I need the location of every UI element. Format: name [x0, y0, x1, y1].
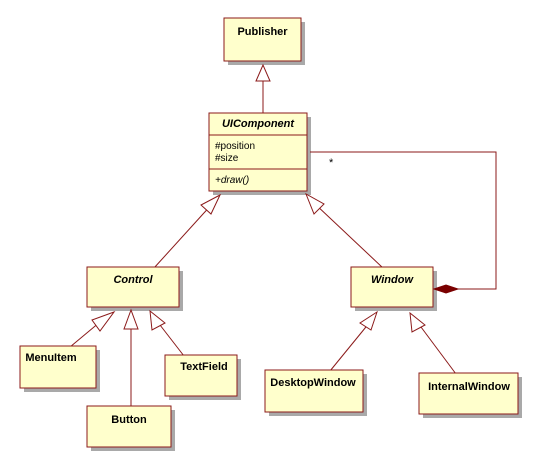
composition-diamond	[432, 284, 460, 294]
generalization-internalwindow-window	[417, 322, 457, 375]
class-internalwindow[interactable]: InternalWindow	[418, 372, 519, 415]
generalization-menuitem-control	[69, 321, 101, 348]
multiplicity-label: *	[329, 157, 334, 169]
generalization-arrowhead	[255, 63, 271, 82]
generalization-window-uicomponent	[313, 202, 384, 269]
class-menuitem[interactable]: MenuItem	[19, 345, 97, 389]
class-name: UIComponent	[222, 118, 295, 130]
operation: +draw()	[215, 175, 249, 186]
generalization-arrowhead	[409, 311, 426, 333]
generalization-arrowhead	[359, 310, 378, 331]
class-name: InternalWindow	[428, 381, 510, 393]
class-button[interactable]: Button	[86, 405, 172, 448]
attribute: #size	[215, 153, 239, 164]
generalization-arrowhead	[200, 193, 222, 215]
generalization-textfield-control	[159, 324, 185, 357]
class-publisher[interactable]: Publisher	[223, 17, 302, 62]
generalization-control-uicomponent	[153, 202, 214, 269]
generalization-arrowhead	[149, 309, 166, 331]
class-name: DesktopWindow	[270, 377, 356, 389]
class-name: Window	[371, 274, 414, 286]
class-name: Publisher	[237, 26, 288, 38]
attribute: #position	[215, 141, 255, 152]
class-uicomponent[interactable]: UIComponent #position #size +draw()	[208, 112, 308, 192]
class-name: MenuItem	[25, 352, 77, 364]
aggregation-window-uicomponent	[310, 151, 497, 290]
class-control[interactable]: Control	[86, 266, 180, 308]
class-textfield[interactable]: TextField	[164, 354, 238, 397]
class-name: Control	[113, 274, 153, 286]
class-window[interactable]: Window	[350, 266, 434, 308]
generalization-arrowhead	[123, 308, 139, 330]
generalization-arrowhead	[91, 310, 116, 332]
class-name: Button	[111, 414, 147, 426]
class-name: TextField	[180, 361, 227, 373]
generalization-desktopwindow-window	[329, 321, 371, 372]
class-desktopwindow[interactable]: DesktopWindow	[264, 369, 364, 413]
generalization-arrowhead	[305, 192, 325, 215]
